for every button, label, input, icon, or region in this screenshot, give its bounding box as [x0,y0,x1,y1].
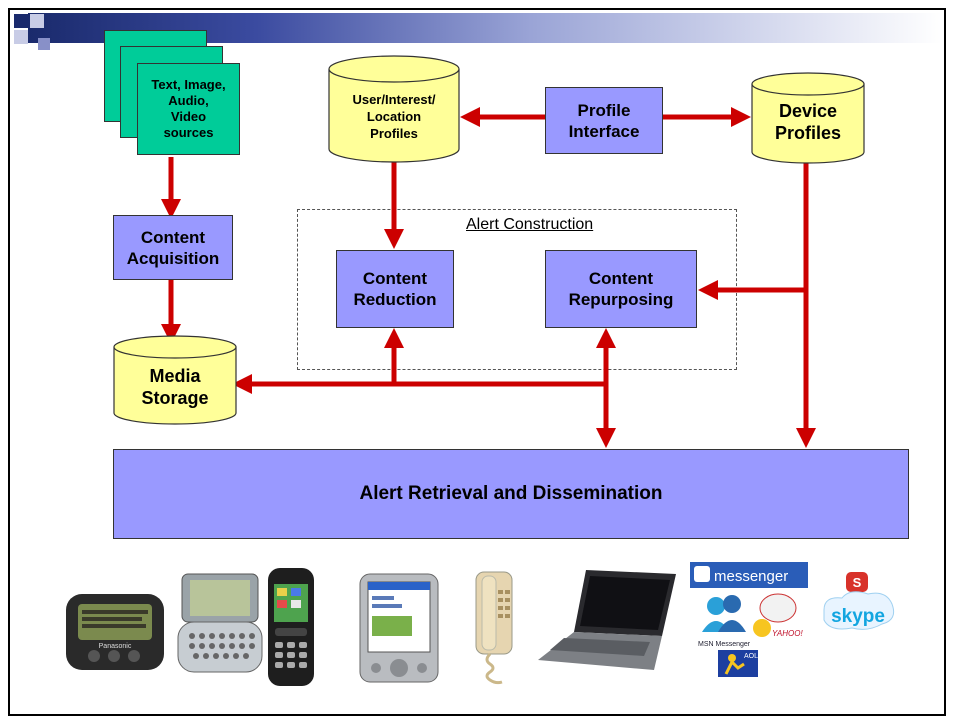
corner-square-light [30,14,44,28]
profile-interface-label-line: Interface [568,121,640,141]
cell-phone-image [268,568,314,686]
device-profiles-label-line: Profiles [774,123,842,143]
sources-label-line: sources [163,125,214,140]
sources-node: Text, Image, Audio, Video sources [137,63,240,155]
user-profiles-node: User/Interest/ Location Profiles [328,55,460,163]
content-repurposing-node: Content Repurposing [545,250,697,328]
telephone-image [475,571,513,685]
user-profiles-label-line: User/Interest/ [352,92,436,107]
user-profiles-label-line: Profiles [370,126,418,141]
alert-retrieval-label: Alert Retrieval and Dissemination [359,483,663,504]
content-reduction-label-line: Content [362,269,428,288]
media-storage-label-line: Media [149,366,201,386]
sources-label-line: Video [170,109,207,124]
msn-caption: MSN Messenger [698,641,751,648]
aol-text: AOL [744,653,758,660]
pager-image: Panasonic [66,594,164,670]
msn-title: messenger [714,568,788,585]
content-acquisition-label-line: Acquisition [126,248,220,268]
pager-brand: Panasonic [99,643,132,650]
content-repurposing-label-line: Content [588,269,654,288]
content-repurposing-label-line: Repurposing [568,290,674,309]
slide-frame [8,8,946,716]
sources-label-line: Audio, [168,93,209,108]
yahoo-text: YAHOO! [772,629,803,638]
alert-retrieval-node: Alert Retrieval and Dissemination [113,449,909,539]
alert-construction-title: Alert Construction [466,216,594,233]
skype-text: skype [831,606,885,627]
pda-image [359,573,439,683]
profile-interface-label-line: Profile [577,100,631,120]
corner-square-mid [38,38,50,50]
two-way-pager-image [177,573,263,673]
device-profiles-cylinder [751,72,865,164]
media-storage-cylinder [113,335,237,425]
corner-square-dark [14,14,28,28]
content-reduction-node: Content Reduction [336,250,454,328]
media-storage-label-line: Storage [141,388,209,408]
svg-text:S: S [853,575,862,590]
device-profiles-node: Device Profiles [751,72,865,164]
skype-image: S skype [823,572,895,630]
content-reduction-label-line: Reduction [353,290,437,309]
profile-interface-node: Profile Interface [545,87,663,154]
laptop-image [538,570,676,670]
content-acquisition-node: Content Acquisition [113,215,233,280]
user-profiles-cylinder [328,55,460,163]
corner-square-light [14,30,28,44]
sources-label-line: Text, Image, [151,77,226,92]
sources-label: Text, Image, Audio, Video sources [138,64,239,154]
messenger-icons-image: messenger MSN Messenger YAHOO! AOL [690,562,808,677]
user-profiles-label-line: Location [366,109,422,124]
content-acquisition-label-line: Content [140,227,206,247]
device-profiles-label-line: Device [778,101,838,121]
media-storage-node: Media Storage [113,335,237,425]
